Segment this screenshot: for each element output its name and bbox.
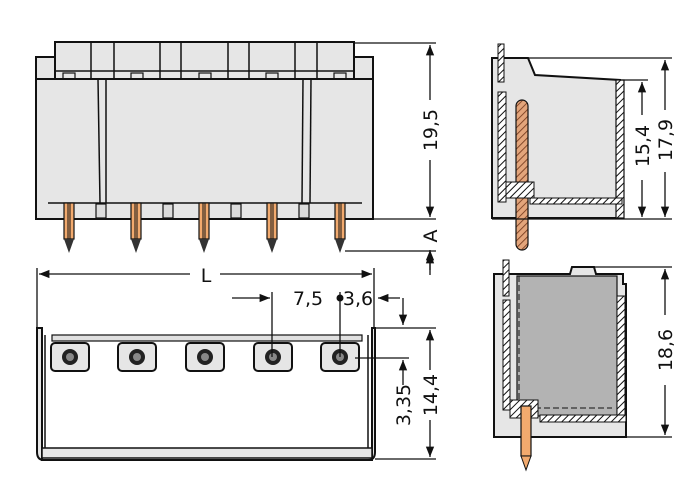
front-view-bottom: L 7,5 3,6 3,35 14,4 (36, 249, 442, 461)
dim-height-total: 19,5 (420, 109, 442, 151)
dim-length: L (201, 265, 212, 287)
side-view-bottom: 18,6 (493, 259, 677, 472)
connector-sockets (50, 342, 360, 372)
pins-top (63, 202, 346, 253)
dim-side-17-9: 17,9 (655, 119, 677, 161)
dim-pin-length: A (420, 230, 442, 243)
dim-pitch: 7,5 (293, 288, 323, 310)
dim-offset: 3,6 (343, 288, 373, 310)
side-view-top: 15,4 17,9 (491, 43, 677, 251)
dim-front-14-4: 14,4 (420, 374, 442, 416)
dim-side-18-6: 18,6 (655, 329, 677, 371)
front-view-top: 19,5 A (35, 41, 442, 275)
dim-front-3-35: 3,35 (393, 384, 415, 426)
dim-side-15-4: 15,4 (632, 125, 654, 167)
